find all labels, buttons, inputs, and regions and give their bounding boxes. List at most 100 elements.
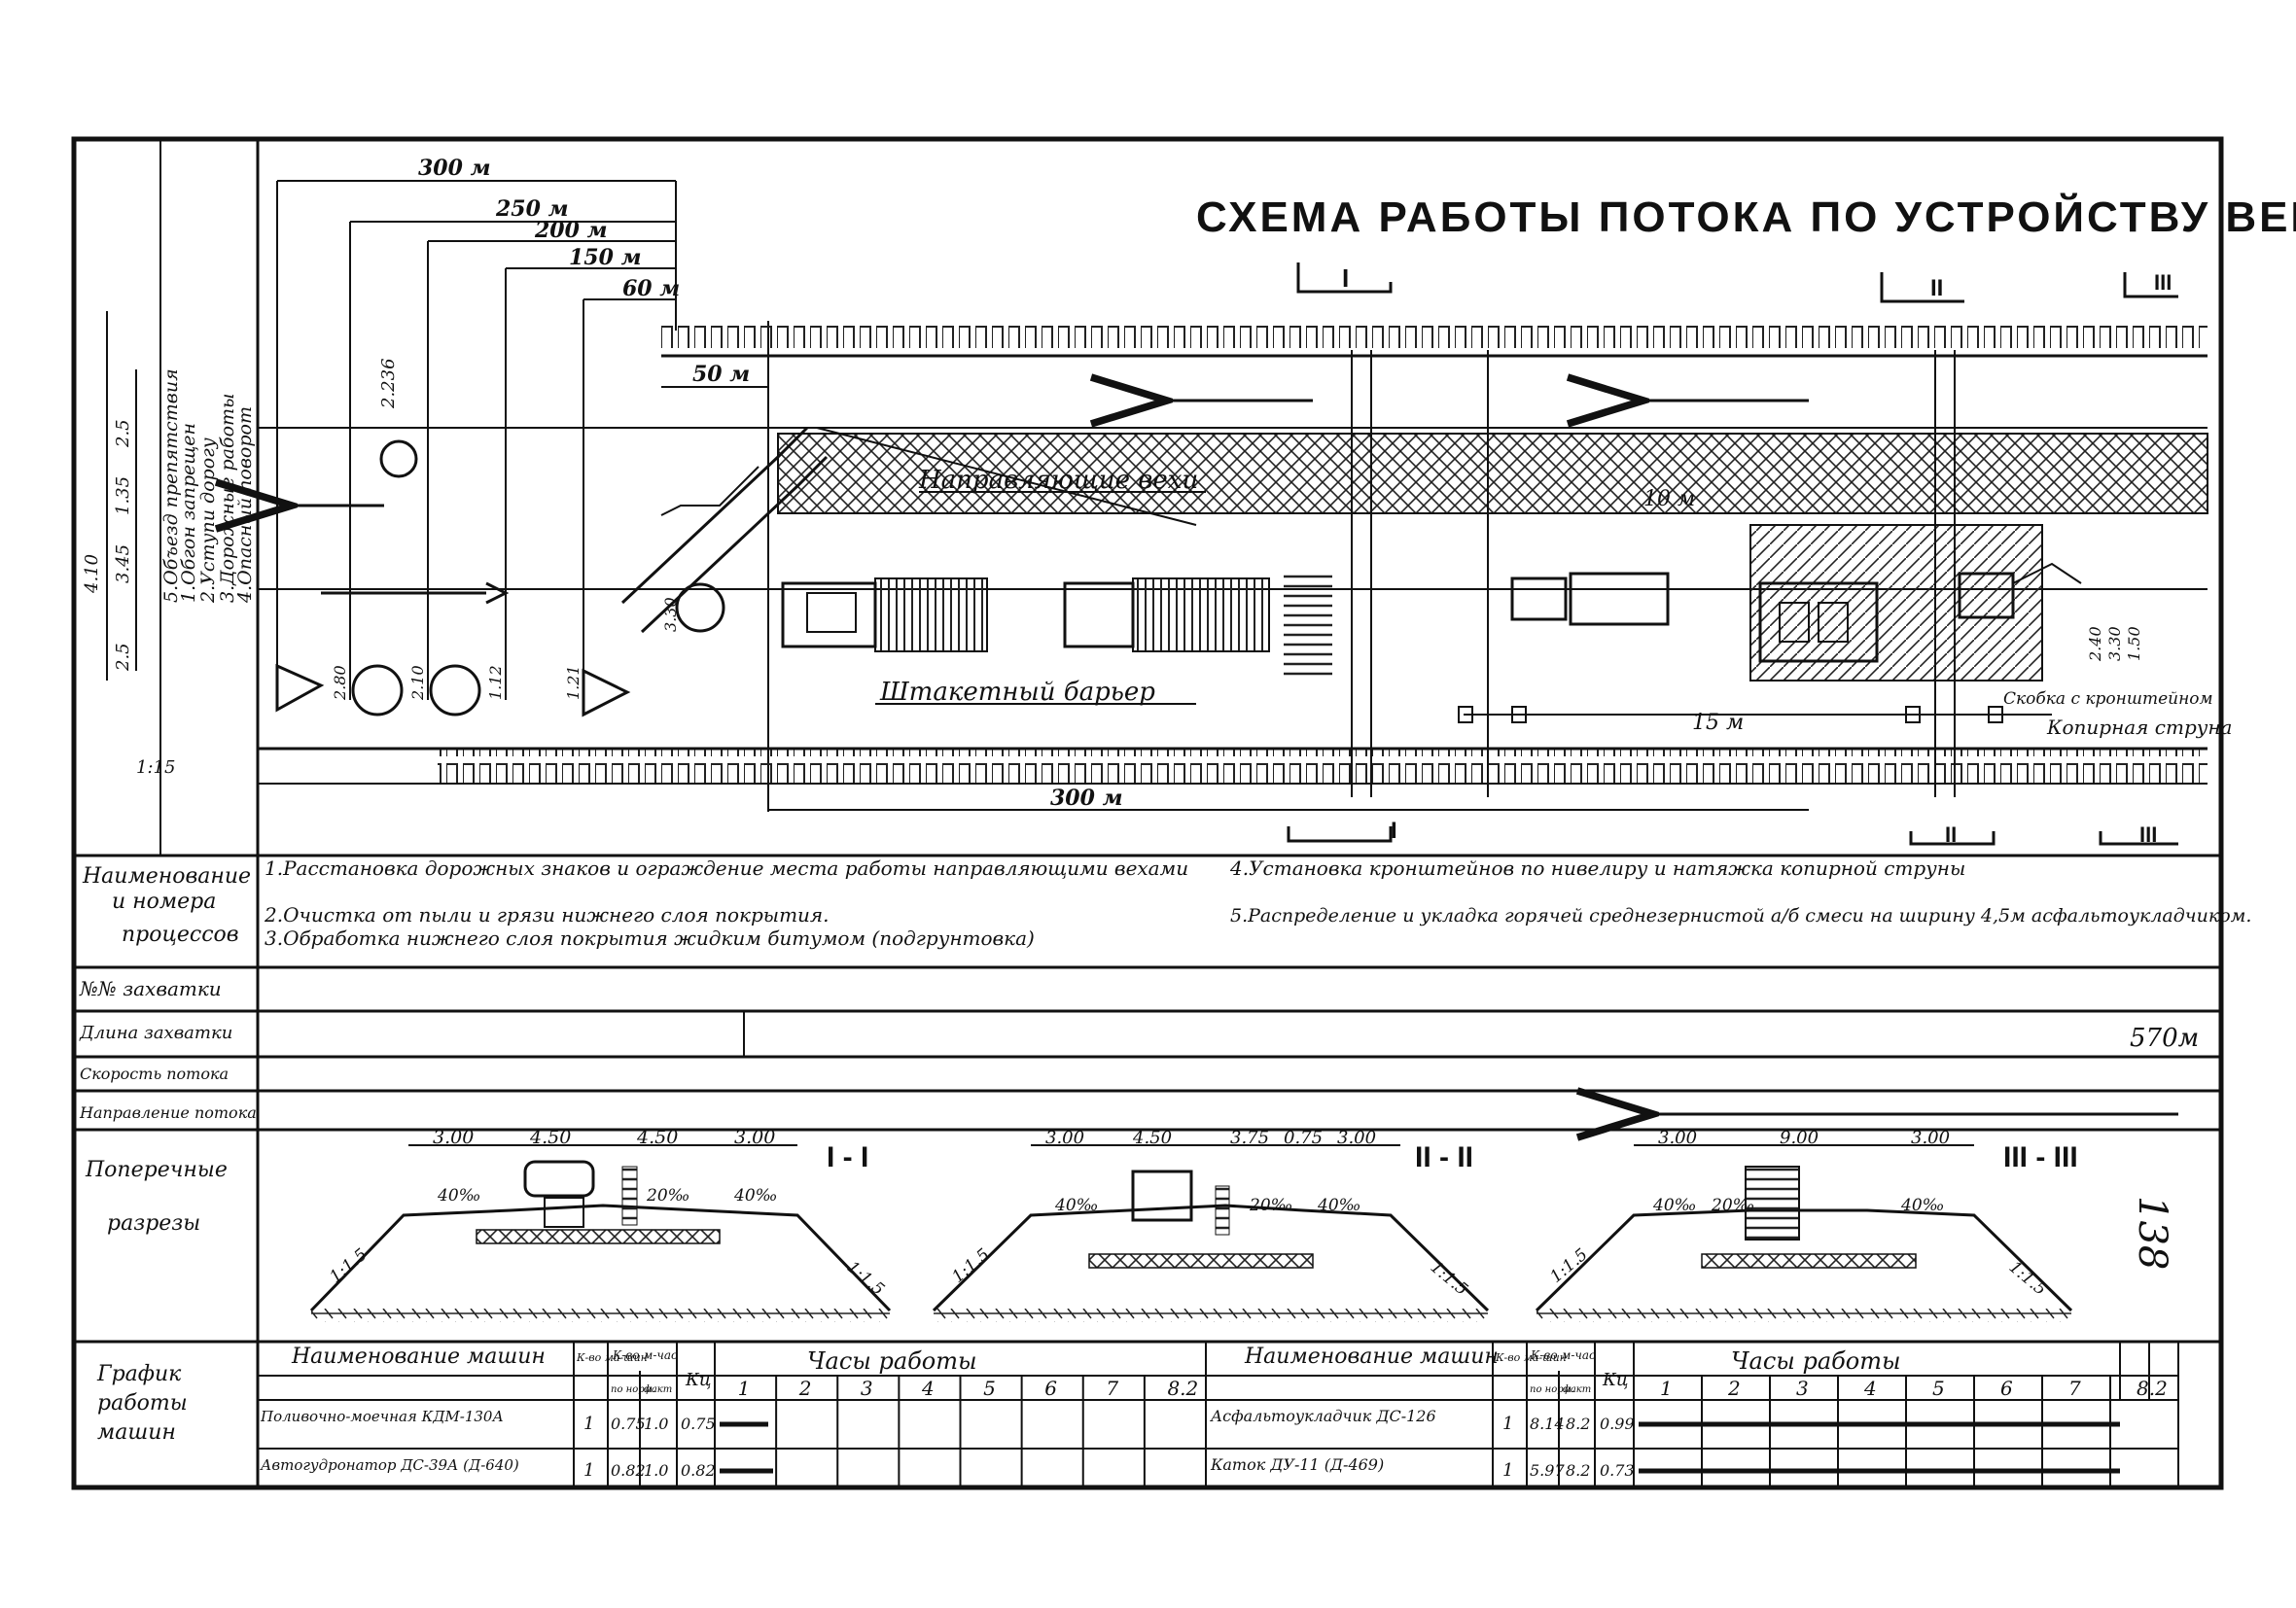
process-row-label: процессов: [122, 923, 239, 947]
slope-label: 20‰: [1249, 1196, 1292, 1215]
hour-column-label: 5: [983, 1377, 996, 1400]
bank-label: 1:1.5: [326, 1244, 371, 1286]
right-dim: 3.30: [2105, 626, 2124, 661]
bank-label: 1:1.5: [1546, 1244, 1591, 1286]
slope-label: 40‰: [733, 1186, 777, 1206]
section-title: II - II: [1415, 1141, 1473, 1173]
machine-norm: 5.97: [1530, 1461, 1565, 1480]
hour-column-label: 1: [1660, 1377, 1673, 1400]
dim-label: 300 м: [1050, 786, 1123, 811]
section-dim: 3.00: [1911, 1128, 1950, 1148]
machine-count: 1: [1502, 1414, 1513, 1434]
cross-section-1: 3.00 4.50 4.50 3.00 I - I 40‰ 20‰ 40‰ 1:…: [309, 1127, 892, 1322]
section-dim: 9.00: [1780, 1128, 1819, 1148]
flow-speed-label: Скорость потока: [80, 1065, 229, 1083]
dim-label: 150 м: [569, 245, 642, 270]
page-number: 138: [2130, 1196, 2174, 1270]
machine-name: Автогудронатор ДС-39А (Д-640): [260, 1456, 519, 1474]
hour-column-label: 3: [861, 1377, 873, 1400]
side-dim: 2.5: [113, 643, 133, 672]
side-dim: 1:15: [136, 757, 175, 778]
paver-icon: [1131, 1170, 1193, 1222]
machine-header: Наименование машин: [291, 1345, 546, 1369]
section-dim: 4.50: [636, 1127, 678, 1148]
slope-label: 20‰: [1711, 1196, 1754, 1215]
hour-column-label: 8.2: [1167, 1377, 1198, 1400]
hour-column-label: 2: [798, 1377, 812, 1400]
machine-count: 1: [1502, 1460, 1513, 1481]
sign-note: 1.Обгон запрещен: [178, 423, 199, 603]
round-sign-icon: [351, 664, 404, 717]
kf-header: Кц: [1602, 1370, 1629, 1390]
hour-column-label: 2: [1727, 1377, 1741, 1400]
cable-label: Копирная струна: [2046, 716, 2232, 739]
truck-icon: [523, 1160, 595, 1198]
barrier-label: Штакетный барьер: [879, 678, 1155, 707]
machine-norm: 0.75: [611, 1415, 646, 1433]
dim-label: 50 м: [692, 362, 750, 387]
section-dim: 0.75: [1284, 1128, 1323, 1148]
limit-sign-number: 2.236: [378, 358, 399, 409]
section-title: III - III: [2003, 1141, 2078, 1173]
side-dim: 3.45: [113, 544, 133, 583]
slope-label: 20‰: [646, 1186, 689, 1206]
schedule-right-rows: Асфальтоукладчик ДС-126 1 8.14 8.2 0.99 …: [1210, 1407, 2120, 1481]
section-dim: 3.00: [1658, 1128, 1697, 1148]
kf-header: Кц: [685, 1370, 712, 1390]
side-dim: 1.35: [113, 476, 133, 515]
hours-title: Часы работы: [807, 1347, 977, 1375]
hour-column-label: 5: [1932, 1377, 1945, 1400]
sign-number: 1.12: [486, 665, 505, 700]
machine-norm: 8.14: [1530, 1415, 1565, 1433]
slope-label: 40‰: [437, 1186, 480, 1206]
section-markers: I I II II III III: [1287, 262, 2178, 847]
zone-number-label: №№ захватки: [79, 977, 222, 1000]
count-header: К-во ма-шин: [1495, 1351, 1567, 1364]
hours-header: К-во м-час: [612, 1348, 678, 1362]
section-mark: I: [1391, 818, 1397, 844]
distributor-machine: [1063, 577, 1270, 652]
section-mark: II: [1930, 275, 1943, 301]
sheet-frame: [71, 136, 2224, 1490]
sign-notes: 1.Обгон запрещен 2.Уступи дорогу 3.Дорож…: [160, 368, 256, 604]
flow-direction-label: Направление потока: [79, 1103, 257, 1122]
bank-label: 1:1.5: [1427, 1258, 1471, 1300]
machine-fact: 8.2: [1566, 1415, 1590, 1433]
schedule-table-grid: [258, 1342, 2179, 1487]
zone-length-label: Длина захватки: [79, 1023, 232, 1043]
machine-name: Каток ДУ-11 (Д-469): [1210, 1455, 1384, 1474]
machine-k: 0.82: [681, 1461, 716, 1480]
side-dim: 2.5: [113, 419, 133, 448]
string-length-label: 10 м: [1643, 487, 1695, 511]
sections-row-label: разрезы: [107, 1211, 200, 1236]
sprayer-machine: [781, 577, 988, 652]
process-row-label: и номера: [112, 890, 216, 914]
road-plan: 15 м 10 м Направляющие вехи Штакетный ба…: [258, 262, 2232, 847]
road-signs: 2.80 2.10 1.12 1.21 3.30 2.236: [275, 358, 725, 717]
section-dim: 4.50: [529, 1127, 571, 1148]
top-shoulder-fence: [661, 321, 2208, 356]
machine-k: 0.99: [1600, 1415, 1635, 1433]
schedule-row-label: машин: [97, 1420, 176, 1445]
cross-section-3: 3.00 9.00 3.00 III - III 40‰ 20‰ 40‰ 1:1…: [1535, 1128, 2078, 1322]
machine-header: Наименование машин: [1244, 1345, 1499, 1369]
machine-k: 0.75: [681, 1415, 716, 1433]
dim-label: 300 м: [418, 156, 491, 181]
section-mark: III: [2139, 822, 2157, 847]
paver-machine: [1758, 562, 2082, 663]
roller-icon: [1745, 1166, 1800, 1241]
side-dimensions: 4.10 2.5 3.45 1.35 2.5 1:15: [82, 311, 175, 778]
machine-norm: 0.82: [611, 1461, 646, 1480]
sign-number: 2.10: [408, 665, 427, 701]
warning-triangle-icon: [275, 663, 325, 713]
plan-dimensions: 300 м 250 м 200 м 150 м 60 м 50 м 300 м: [276, 156, 1809, 812]
round-sign-icon: [429, 664, 481, 717]
sign-note: 5.Объезд препятствия: [160, 368, 182, 603]
section-dim: 3.00: [1337, 1128, 1376, 1148]
hour-column-label: 3: [1796, 1377, 1809, 1400]
machine-count: 1: [583, 1460, 594, 1481]
bracket-label: Скобка с кронштейном: [2003, 689, 2213, 709]
section-dim: 3.00: [734, 1127, 775, 1148]
hour-column-label: 6: [2000, 1377, 2013, 1400]
